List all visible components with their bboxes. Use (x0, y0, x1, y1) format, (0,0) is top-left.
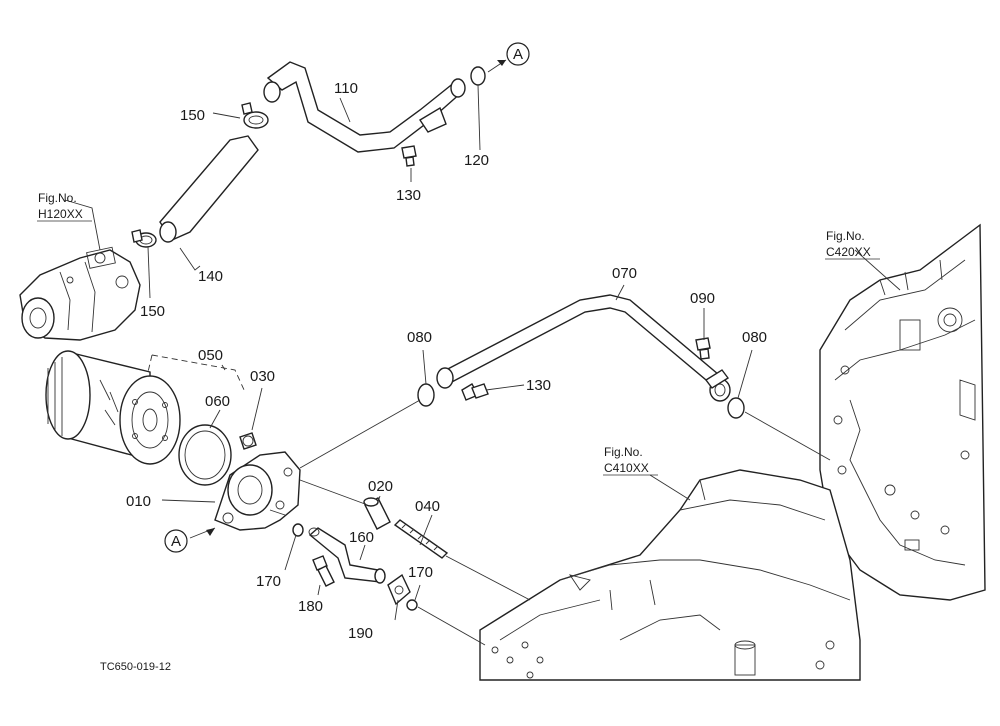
label-180[interactable]: 180 (298, 598, 323, 615)
gasket-060 (178, 424, 232, 486)
ref-c420[interactable]: Fig.No. C420XX (825, 229, 880, 260)
label-090[interactable]: 090 (690, 290, 715, 307)
label-010[interactable]: 010 (126, 493, 151, 510)
label-170-right[interactable]: 170 (408, 564, 433, 581)
label-080-right[interactable]: 080 (742, 329, 767, 346)
ref-h120-fig: Fig.No. (38, 191, 77, 205)
ref-c410-number: C410XX (604, 461, 649, 475)
label-160[interactable]: 160 (349, 529, 374, 546)
drawing-code: TC650-019-12 (100, 661, 171, 673)
o-ring-170-right (406, 599, 418, 611)
connector-a-bottom-label: A (171, 533, 181, 550)
label-190[interactable]: 190 (348, 625, 373, 642)
ref-c420-fig: Fig.No. (826, 229, 865, 243)
label-030[interactable]: 030 (250, 368, 275, 385)
label-040[interactable]: 040 (415, 498, 440, 515)
label-070[interactable]: 070 (612, 265, 637, 282)
transmission-case-c420 (819, 223, 986, 601)
label-170-left[interactable]: 170 (256, 573, 281, 590)
connector-a-top-label: A (513, 46, 523, 63)
connector-a-bottom[interactable]: A (164, 529, 188, 553)
o-ring-170-left (292, 523, 304, 537)
bolt-180 (312, 555, 335, 587)
pipe-070 (436, 294, 731, 402)
label-150-lower[interactable]: 150 (140, 303, 165, 320)
bolt-130-lower (471, 383, 489, 399)
ref-c420-number: C420XX (826, 245, 871, 259)
gasket-190 (387, 573, 411, 606)
ref-h120-number: H120XX (38, 207, 83, 221)
bolt-130-upper (401, 145, 417, 167)
pipe-160 (308, 527, 386, 584)
part-labels: 150 110 120 130 140 150 050 030 060 010 … (126, 80, 767, 642)
ref-c410[interactable]: Fig.No. C410XX (603, 445, 658, 476)
label-060[interactable]: 060 (205, 393, 230, 410)
o-ring-120 (470, 66, 486, 86)
circle-a-connector-icon (506, 42, 530, 66)
label-150-upper[interactable]: 150 (180, 107, 205, 124)
o-ring-080-right (727, 397, 745, 419)
hose-clamp-150-upper (241, 102, 269, 129)
oil-filter (45, 350, 246, 465)
arrow-to-connector-bottom (206, 528, 215, 536)
label-130-lower[interactable]: 130 (526, 377, 551, 394)
hydraulic-pump-h120 (19, 246, 141, 341)
label-080-left[interactable]: 080 (407, 329, 432, 346)
transmission-case-c410 (479, 469, 861, 681)
label-110[interactable]: 110 (334, 80, 358, 97)
spacer-020 (363, 497, 391, 530)
label-020[interactable]: 020 (368, 478, 393, 495)
arrow-to-connector-top (497, 60, 506, 66)
ref-h120[interactable]: Fig.No. H120XX (37, 191, 92, 222)
filter-head (214, 451, 301, 531)
pipe-110 (263, 61, 466, 153)
hose-140 (159, 135, 259, 243)
connector-a-top[interactable]: A (506, 42, 530, 66)
ref-c410-fig: Fig.No. (604, 445, 643, 459)
label-140[interactable]: 140 (198, 268, 223, 285)
label-130-upper[interactable]: 130 (396, 187, 421, 204)
label-120[interactable]: 120 (464, 152, 489, 169)
stud-bolt-040 (393, 519, 449, 559)
o-ring-080-left (417, 383, 435, 407)
fitting-030 (239, 432, 257, 450)
label-050[interactable]: 050 (198, 347, 223, 364)
circle-a-connector-icon (164, 529, 188, 553)
hose-clamp-150-lower (131, 229, 157, 248)
bolt-090 (695, 337, 711, 360)
